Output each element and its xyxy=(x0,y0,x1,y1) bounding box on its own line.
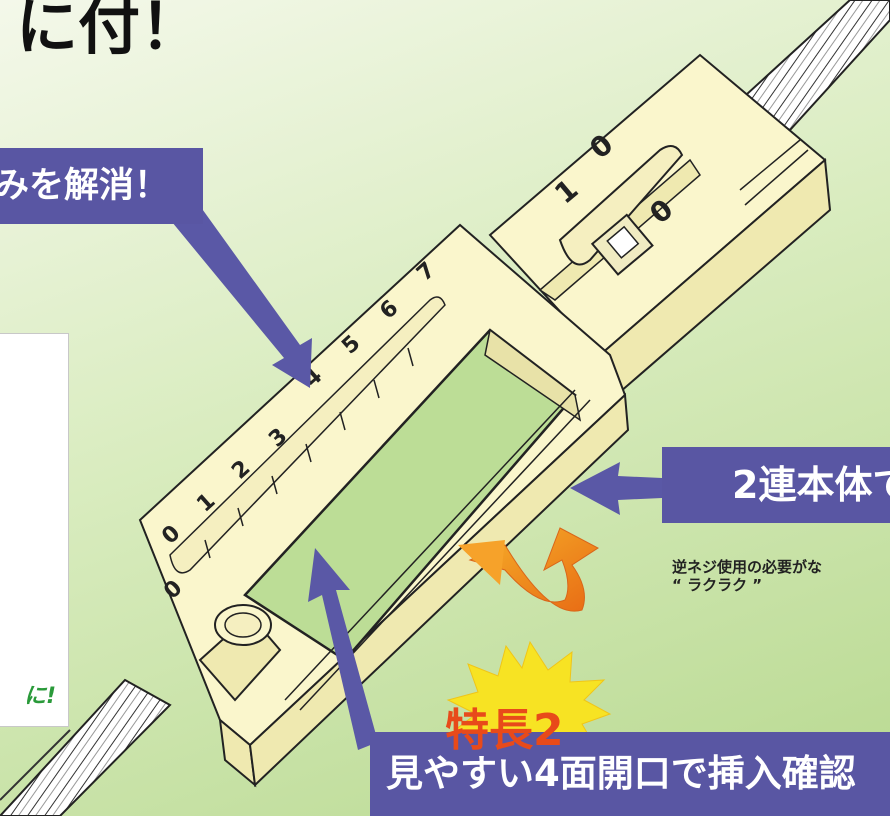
inset-caption: に! xyxy=(23,684,56,709)
threaded-rod-bottom xyxy=(0,678,172,816)
feature-badge-text: 特長2 xyxy=(445,705,564,756)
callout-arrow-bottom xyxy=(308,548,378,750)
callout-arrow-top xyxy=(172,206,312,388)
callout-arrow-right xyxy=(570,462,662,515)
note-line-1: 逆ネジ使用の必要がな xyxy=(672,558,823,576)
note-line-2: “ ラクラク ” xyxy=(672,576,763,594)
callout-text-bottom: 見やすい4面開口で挿入確認 xyxy=(386,752,856,795)
slider-knob xyxy=(198,604,282,702)
inset-thumbnail: に! xyxy=(0,333,69,727)
callout-box-right: 2連本体で xyxy=(662,447,890,523)
callout-box-top: みを解消！ xyxy=(0,148,203,224)
callout-text-top: みを解消！ xyxy=(0,166,170,206)
callout-box-bottom: 見やすい4面開口で挿入確認 xyxy=(370,732,890,816)
upper-housing xyxy=(488,53,832,408)
rotation-curl-arrow xyxy=(458,527,599,612)
callout-text-right: 2連本体で xyxy=(732,463,890,507)
headline: に付！ xyxy=(16,0,203,63)
